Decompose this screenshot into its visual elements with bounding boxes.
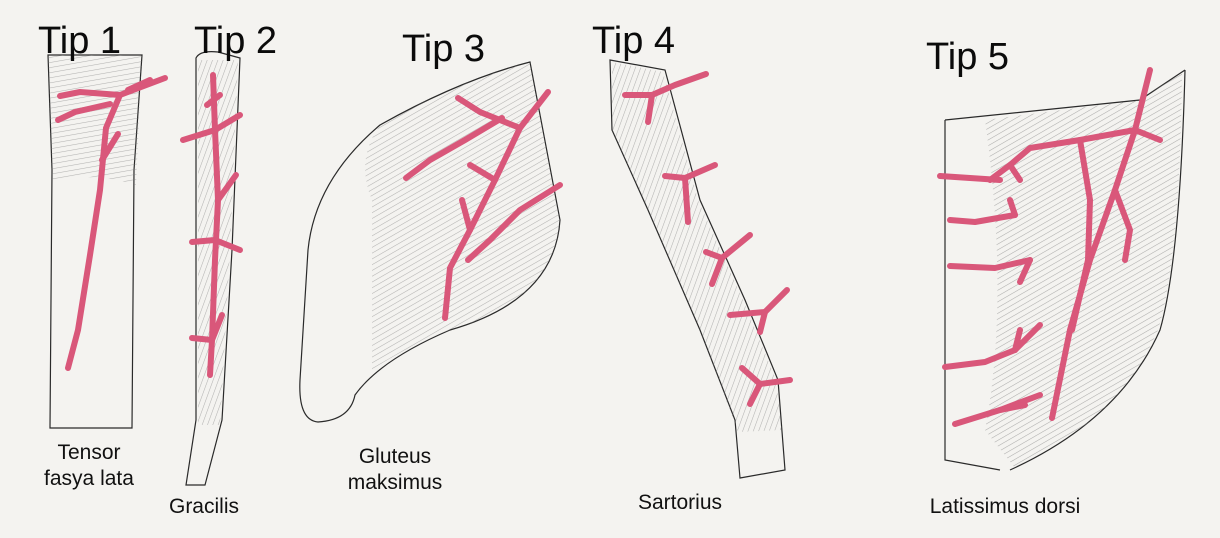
tip-2-muscle-name: Gracilis xyxy=(156,494,252,520)
gracilis-drawing xyxy=(183,52,240,485)
tip-1-title: Tip 1 xyxy=(38,22,121,60)
tip-3-title: Tip 3 xyxy=(402,30,485,68)
gluteus-maximus-drawing xyxy=(300,62,560,422)
tip-3-muscle-line-1: Gluteus xyxy=(336,444,454,470)
tip-3-muscle-name: Gluteus maksimus xyxy=(336,444,454,497)
tensor-fascia-lata-drawing xyxy=(48,55,165,428)
tip-4-title: Tip 4 xyxy=(592,22,675,60)
tip-5-muscle-name: Latissimus dorsi xyxy=(900,494,1110,520)
tip-3-muscle-line-2: maksimus xyxy=(336,470,454,496)
tip-4-muscle-name: Sartorius xyxy=(620,490,740,516)
tip-2-title: Tip 2 xyxy=(194,22,277,60)
tip-1-muscle-name: Tensor fasya lata xyxy=(30,440,148,493)
tip-5-muscle-line-1: Latissimus dorsi xyxy=(900,494,1110,520)
sartorius-drawing xyxy=(610,60,790,478)
tip-1-muscle-line-2: fasya lata xyxy=(30,466,148,492)
latissimus-dorsi-drawing xyxy=(940,70,1185,470)
tip-2-muscle-line-1: Gracilis xyxy=(156,494,252,520)
tip-5-title: Tip 5 xyxy=(926,38,1009,76)
tip-1-muscle-line-1: Tensor xyxy=(30,440,148,466)
tip-4-muscle-line-1: Sartorius xyxy=(620,490,740,516)
